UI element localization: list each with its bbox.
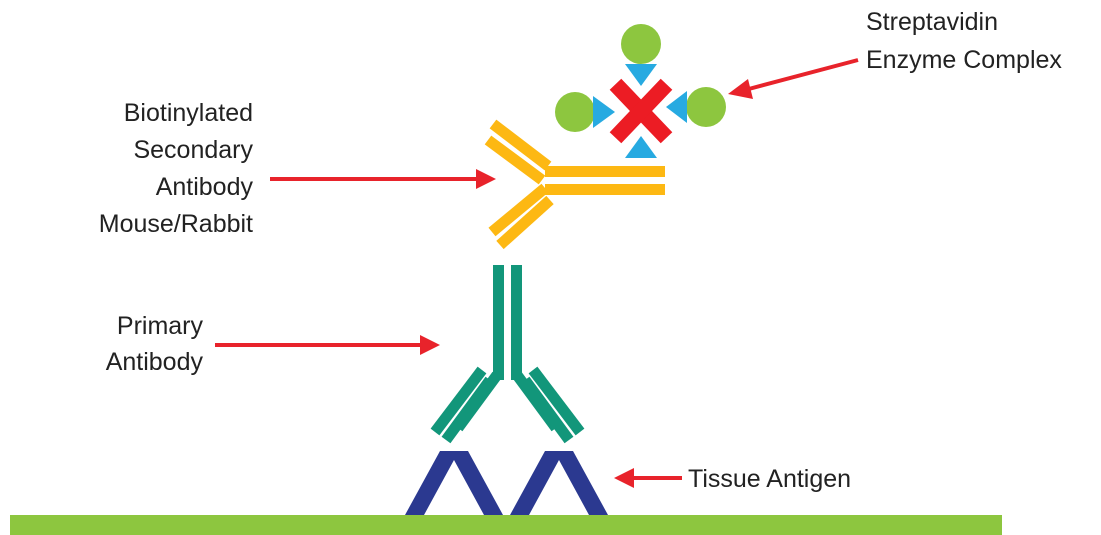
biotin-link-left <box>593 96 615 128</box>
enzyme-top <box>621 24 661 64</box>
primary-antibody <box>435 265 580 440</box>
secondary-antibody-stem-bottom <box>545 184 665 195</box>
label-streptavidin-line1: Streptavidin <box>866 8 998 36</box>
label-streptavidin-line2: Enzyme Complex <box>866 46 1062 74</box>
primary-antibody-stem-right <box>511 265 522 380</box>
label-secondary-line1: Biotinylated <box>124 99 253 127</box>
label-secondary-line2: Secondary <box>133 136 253 164</box>
tissue-surface <box>10 515 1002 535</box>
arrows <box>215 60 858 488</box>
label-secondary-line3: Antibody <box>156 173 254 201</box>
labels: Streptavidin Enzyme Complex Biotinylated… <box>99 8 1063 493</box>
primary-antibody-stem-left <box>493 265 504 380</box>
streptavidin-enzyme-complex <box>555 24 726 158</box>
arrow-secondary-antibody <box>270 169 496 189</box>
enzyme-left <box>555 92 595 132</box>
label-primary-line1: Primary <box>117 312 204 340</box>
biotin-link-top <box>625 64 657 86</box>
biotin-link-bottom <box>625 136 657 158</box>
tissue-antigen-group <box>405 451 608 515</box>
arrow-primary-antibody <box>215 335 440 355</box>
enzyme-right <box>686 87 726 127</box>
tissue-antigen-left <box>405 451 503 515</box>
biotin-link-right <box>666 91 687 123</box>
secondary-antibody-stem-top <box>545 166 665 177</box>
tissue-antigen-right <box>510 451 608 515</box>
arrow-tissue-antigen <box>614 468 682 488</box>
arrow-streptavidin <box>728 60 858 99</box>
label-secondary-line4: Mouse/Rabbit <box>99 210 253 238</box>
label-primary-line2: Antibody <box>106 348 204 376</box>
label-tissue-antigen: Tissue Antigen <box>688 465 851 493</box>
